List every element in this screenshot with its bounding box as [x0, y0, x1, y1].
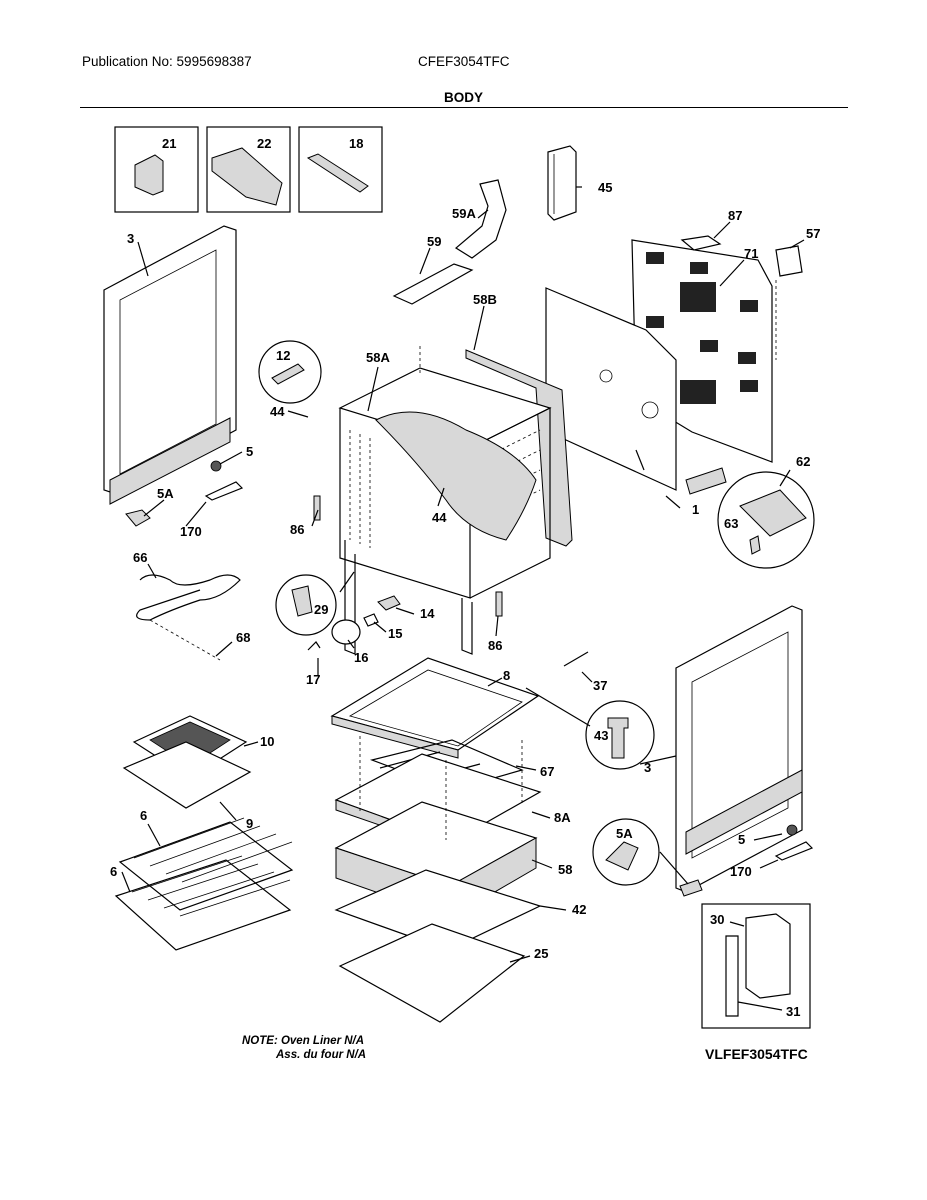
note-line-2: Ass. du four N/A — [276, 1049, 367, 1061]
callout-63: 63 — [724, 516, 738, 531]
callout-29: 29 — [314, 602, 328, 617]
screw-5-left — [210, 460, 222, 472]
inset-part-30-31 — [701, 903, 811, 1029]
callout-68: 68 — [236, 630, 250, 645]
callout-22: 22 — [257, 136, 271, 151]
callout-62: 62 — [796, 454, 810, 469]
panel-57 — [775, 245, 803, 277]
oven-door-right-3 — [675, 605, 803, 893]
callout-86-lower: 86 — [488, 638, 502, 653]
callout-17: 17 — [306, 672, 320, 687]
callout-66: 66 — [133, 550, 147, 565]
callout-58: 58 — [558, 862, 572, 877]
callout-31: 31 — [786, 1004, 800, 1019]
oven-door-left-3 — [103, 225, 237, 505]
inset-part-22 — [206, 126, 291, 213]
callout-5-right: 5 — [738, 832, 745, 847]
vent-trim-59 — [392, 263, 474, 305]
callout-59: 59 — [427, 234, 441, 249]
clip-86-lower — [495, 591, 503, 617]
broil-pan-9 — [122, 741, 252, 809]
callout-58A: 58A — [366, 350, 390, 365]
callout-8: 8 — [503, 668, 510, 683]
wire-68 — [149, 619, 221, 661]
hinge-170-right — [774, 841, 814, 861]
callout-57: 57 — [806, 226, 820, 241]
insulation-58B — [465, 349, 573, 547]
callout-16: 16 — [354, 650, 368, 665]
callout-6-upper: 6 — [140, 808, 147, 823]
callout-21: 21 — [162, 136, 176, 151]
detail-circle-43 — [585, 700, 655, 770]
bottom-panel-25 — [338, 923, 526, 1023]
callout-30: 30 — [710, 912, 724, 927]
callout-42: 42 — [572, 902, 586, 917]
wire-37 — [563, 651, 589, 667]
callout-5-left: 5 — [246, 444, 253, 459]
vent-duct-45 — [547, 145, 577, 221]
section-title: BODY — [443, 90, 483, 105]
callout-58B: 58B — [473, 292, 497, 307]
screw-5-right — [786, 824, 798, 836]
hinge-5A-right — [679, 879, 703, 897]
callout-43: 43 — [594, 728, 608, 743]
header-divider — [80, 107, 848, 108]
oven-rack-6-upper — [118, 817, 294, 911]
callout-10: 10 — [260, 734, 274, 749]
callout-12: 12 — [276, 348, 290, 363]
callout-1: 1 — [692, 502, 699, 517]
detail-circle-29 — [275, 574, 337, 636]
callout-71: 71 — [744, 246, 758, 261]
oven-rack-6-lower — [114, 855, 292, 951]
callout-87: 87 — [728, 208, 742, 223]
note-line-1: NOTE: Oven Liner N/A — [242, 1035, 365, 1047]
callout-18: 18 — [349, 136, 363, 151]
oven-top-panel-8 — [330, 657, 540, 759]
callout-9: 9 — [246, 816, 253, 831]
hinge-170-left — [204, 481, 244, 501]
callout-170-right: 170 — [730, 864, 752, 879]
callout-170-left: 170 — [180, 524, 202, 539]
detail-circle-12 — [258, 340, 322, 404]
callout-5A-left: 5A — [157, 486, 174, 501]
callout-67: 67 — [540, 764, 554, 779]
leader-lines — [121, 186, 805, 1011]
publication-number: Publication No: 5995698387 — [82, 54, 252, 69]
callout-8A: 8A — [554, 810, 571, 825]
callout-3-right: 3 — [644, 760, 651, 775]
terminal-block-1 — [685, 467, 727, 495]
callout-44-upper: 44 — [270, 404, 285, 419]
callout-37: 37 — [593, 678, 607, 693]
callout-5A-right: 5A — [616, 826, 633, 841]
callout-86-upper: 86 — [290, 522, 304, 537]
detail-circle-62 — [717, 471, 815, 569]
inset-part-21 — [114, 126, 199, 213]
callout-44-lower: 44 — [432, 510, 447, 525]
vent-duct-59A — [454, 179, 507, 259]
callout-14: 14 — [420, 606, 435, 621]
callout-59A: 59A — [452, 206, 476, 221]
hinge-5A-left — [125, 509, 151, 527]
callout-labels: 21 22 18 45 59A 87 57 3 59 71 58B 12 58A… — [110, 136, 820, 1019]
model-number: CFEF3054TFC — [418, 54, 510, 69]
callout-15: 15 — [388, 626, 402, 641]
callout-3-left: 3 — [127, 231, 134, 246]
callout-25: 25 — [534, 946, 548, 961]
inset-part-18 — [298, 126, 383, 213]
detail-circle-5A-right — [592, 818, 660, 886]
bake-element-66 — [136, 574, 241, 621]
clip-86-upper — [313, 495, 321, 521]
callout-6-lower: 6 — [110, 864, 117, 879]
bracket-87 — [680, 235, 722, 251]
diagram-code: VLFEF3054TFC — [705, 1046, 808, 1062]
door-gasket — [375, 411, 537, 541]
callout-45: 45 — [598, 180, 612, 195]
